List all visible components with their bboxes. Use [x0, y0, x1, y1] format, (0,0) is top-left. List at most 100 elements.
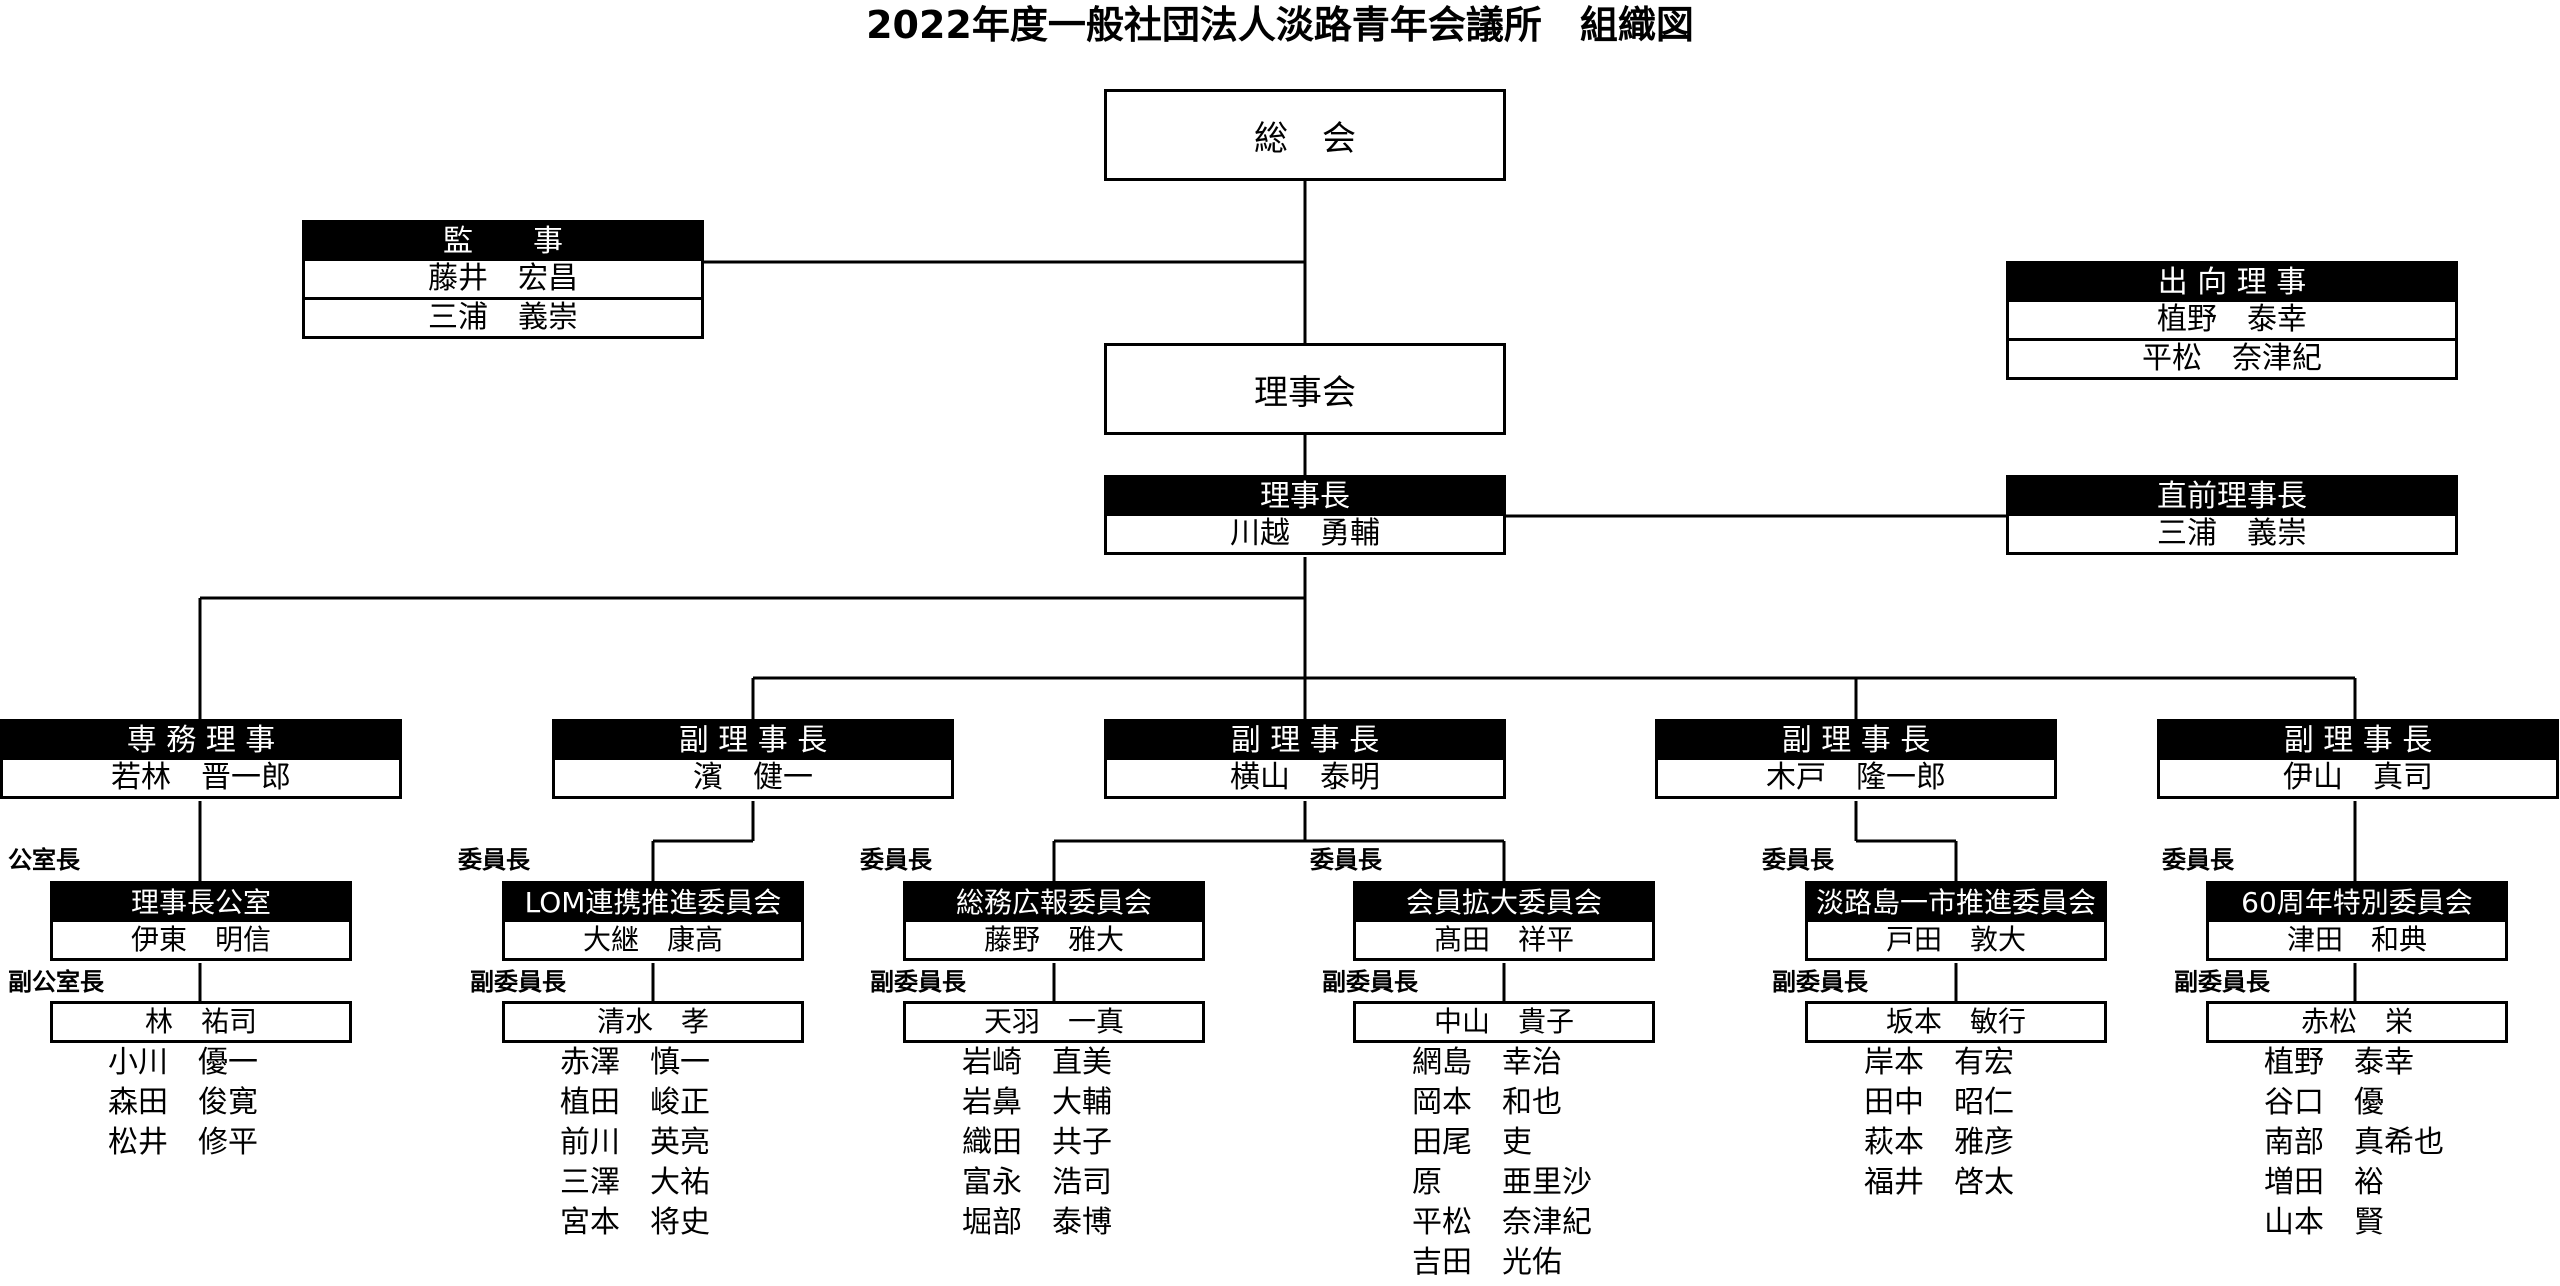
officer-card: 副 理 事 長 横山 泰明 [1104, 719, 1506, 799]
general-assembly-box: 総 会 [1104, 89, 1506, 181]
committee-vice: 赤松 栄 [2300, 1005, 2413, 1038]
head-role-label: 委員長 [860, 846, 932, 874]
officer-card: 副 理 事 長 伊山 真司 [2157, 719, 2559, 799]
member-name: 岩鼻 大輔 [962, 1085, 1112, 1120]
member-name: 松井 修平 [108, 1125, 258, 1160]
vice-card: 赤松 栄 [2206, 1001, 2508, 1043]
member-name: 森田 俊寛 [108, 1085, 258, 1120]
member-name: 赤澤 慎一 [560, 1045, 710, 1080]
committee-name: LOM連携推進委員会 [505, 884, 801, 922]
officer-name: 木戸 隆一郎 [1766, 760, 1946, 795]
member-name: 田中 昭仁 [1864, 1085, 2014, 1120]
committee-head: 戸田 敦大 [1885, 923, 2026, 956]
committee-card: 理事長公室 伊東 明信 [50, 881, 352, 961]
seconded-name: 植野 泰幸 [2157, 302, 2307, 337]
vice-card: 坂本 敏行 [1805, 1001, 2107, 1043]
committee-name: 60周年特別委員会 [2209, 884, 2505, 922]
member-name: 植野 泰幸 [2264, 1045, 2414, 1080]
officer-name: 若林 晋一郎 [111, 760, 291, 795]
vice-card: 林 祐司 [50, 1001, 352, 1043]
committee-vice: 坂本 敏行 [1885, 1005, 2026, 1038]
officer-title: 専 務 理 事 [3, 722, 399, 760]
member-list: 網島 幸治 岡本 和也 田尾 吏 原 亜里沙 平松 奈津紀 吉田 光佑 [1412, 1043, 1592, 1283]
seconded-title: 出 向 理 事 [2009, 264, 2455, 302]
member-name: 平松 奈津紀 [1412, 1205, 1592, 1240]
committee-name: 会員拡大委員会 [1356, 884, 1652, 922]
committee-head: 津田 和典 [2286, 923, 2427, 956]
president-name: 川越 勇輔 [1230, 516, 1380, 551]
officer-title: 副 理 事 長 [555, 722, 951, 760]
vice-role-label: 副委員長 [870, 968, 966, 996]
vice-role-label: 副公室長 [8, 968, 104, 996]
vice-role-label: 副委員長 [470, 968, 566, 996]
member-name: 吉田 光佑 [1412, 1245, 1562, 1280]
vice-card: 中山 貴子 [1353, 1001, 1655, 1043]
member-name: 富永 浩司 [962, 1165, 1112, 1200]
committee-card: LOM連携推進委員会 大継 康高 [502, 881, 804, 961]
officer-title: 副 理 事 長 [2160, 722, 2556, 760]
officer-name: 濱 健一 [693, 760, 813, 795]
officer-card: 専 務 理 事 若林 晋一郎 [0, 719, 402, 799]
member-name: 植田 峻正 [560, 1085, 710, 1120]
member-list: 植野 泰幸 谷口 優 南部 真希也 増田 裕 山本 賢 [2264, 1043, 2444, 1243]
committee-card: 淡路島一市推進委員会 戸田 敦大 [1805, 881, 2107, 961]
member-name: 田尾 吏 [1412, 1125, 1532, 1160]
seconded-directors-card: 出 向 理 事 植野 泰幸 平松 奈津紀 [2006, 261, 2458, 380]
committee-head: 髙田 祥平 [1433, 923, 1574, 956]
past-president-title: 直前理事長 [2009, 478, 2455, 516]
committee-name: 淡路島一市推進委員会 [1808, 884, 2104, 922]
member-name: 福井 啓太 [1864, 1165, 2014, 1200]
officer-name: 伊山 真司 [2283, 760, 2433, 795]
member-name: 岡本 和也 [1412, 1085, 1562, 1120]
vice-role-label: 副委員長 [2174, 968, 2270, 996]
vice-card: 天羽 一真 [903, 1001, 1205, 1043]
member-name: 三澤 大祐 [560, 1165, 710, 1200]
committee-head: 藤野 雅大 [983, 923, 1124, 956]
member-name: 小川 優一 [108, 1045, 258, 1080]
member-list: 岩崎 直美 岩鼻 大輔 織田 共子 富永 浩司 堀部 泰博 [962, 1043, 1112, 1243]
committee-card: 会員拡大委員会 髙田 祥平 [1353, 881, 1655, 961]
officer-card: 副 理 事 長 濱 健一 [552, 719, 954, 799]
member-name: 網島 幸治 [1412, 1045, 1562, 1080]
committee-name: 理事長公室 [53, 884, 349, 922]
member-list: 岸本 有宏 田中 昭仁 萩本 雅彦 福井 啓太 [1864, 1043, 2014, 1203]
president-card: 理事長 川越 勇輔 [1104, 475, 1506, 555]
member-name: 南部 真希也 [2264, 1125, 2444, 1160]
member-name: 増田 裕 [2264, 1165, 2384, 1200]
auditors-title: 監 事 [305, 223, 701, 261]
vice-card: 清水 孝 [502, 1001, 804, 1043]
committee-vice: 清水 孝 [596, 1005, 709, 1038]
head-role-label: 委員長 [1762, 846, 1834, 874]
officer-name: 横山 泰明 [1230, 760, 1380, 795]
officer-card: 副 理 事 長 木戸 隆一郎 [1655, 719, 2057, 799]
member-name: 岸本 有宏 [1864, 1045, 2014, 1080]
committee-name: 総務広報委員会 [906, 884, 1202, 922]
member-name: 萩本 雅彦 [1864, 1125, 2014, 1160]
committee-head: 伊東 明信 [130, 923, 271, 956]
head-role-label: 委員長 [2162, 846, 2234, 874]
member-name: 岩崎 直美 [962, 1045, 1112, 1080]
past-president-name: 三浦 義崇 [2157, 516, 2307, 551]
committee-card: 60周年特別委員会 津田 和典 [2206, 881, 2508, 961]
officer-title: 副 理 事 長 [1107, 722, 1503, 760]
member-name: 原 亜里沙 [1412, 1165, 1592, 1200]
board-box: 理事会 [1104, 343, 1506, 435]
officer-title: 副 理 事 長 [1658, 722, 2054, 760]
seconded-name: 平松 奈津紀 [2009, 338, 2455, 377]
president-title: 理事長 [1107, 478, 1503, 516]
member-name: 堀部 泰博 [962, 1205, 1112, 1240]
committee-card: 総務広報委員会 藤野 雅大 [903, 881, 1205, 961]
member-name: 織田 共子 [962, 1125, 1112, 1160]
member-list: 赤澤 慎一 植田 峻正 前川 英亮 三澤 大祐 宮本 将史 [560, 1043, 710, 1243]
member-name: 谷口 優 [2264, 1085, 2384, 1120]
head-role-label: 委員長 [458, 846, 530, 874]
head-role-label: 委員長 [1310, 846, 1382, 874]
past-president-card: 直前理事長 三浦 義崇 [2006, 475, 2458, 555]
vice-role-label: 副委員長 [1322, 968, 1418, 996]
chart-title: 2022年度一般社団法人淡路青年会議所 組織図 [866, 3, 1694, 47]
committee-head: 大継 康高 [582, 923, 723, 956]
member-name: 前川 英亮 [560, 1125, 710, 1160]
committee-vice: 林 祐司 [144, 1005, 257, 1038]
auditor-name: 藤井 宏昌 [428, 261, 578, 296]
